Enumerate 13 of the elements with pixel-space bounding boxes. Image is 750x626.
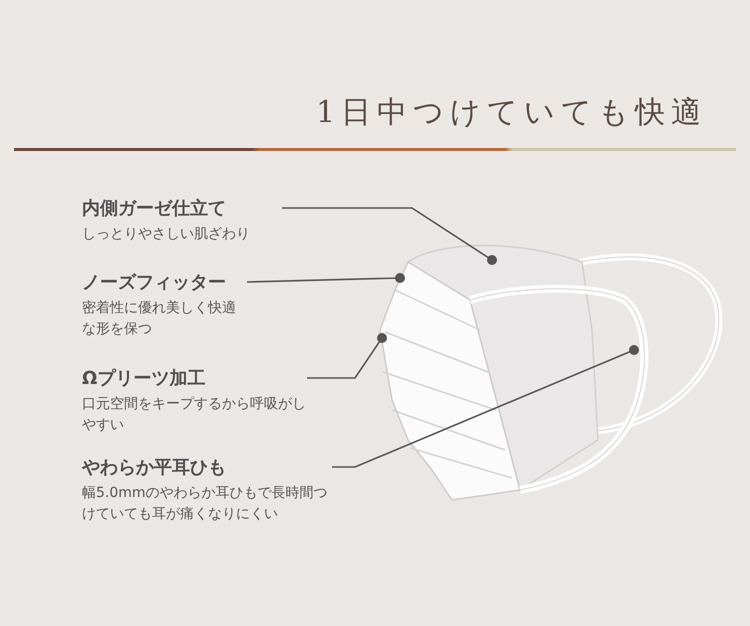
leader-line xyxy=(332,345,639,468)
callout-heading: 内側ガーゼ仕立て xyxy=(82,197,227,220)
title: 1日中つけていても快適 xyxy=(316,94,708,132)
leader-line xyxy=(307,333,387,379)
leader-line xyxy=(282,207,497,265)
callout-text: しっとりやさしい肌ざわり xyxy=(82,225,251,244)
callout-text: 口元空間をキープするから呼吸がしやすい xyxy=(82,395,307,435)
callout-text: 密着性に優れ美しく快適な形を保つ xyxy=(82,299,237,339)
callout-text: 幅5.0mmのやわらか耳ひもで長時間つけていても耳が痛くなりにくい xyxy=(82,484,329,524)
callout-heading: ノーズフィッター xyxy=(82,271,227,294)
callout-heading: Ωプリーツ加工 xyxy=(82,367,206,390)
callout-heading: やわらか平耳ひも xyxy=(82,456,227,479)
leader-line xyxy=(246,273,405,283)
